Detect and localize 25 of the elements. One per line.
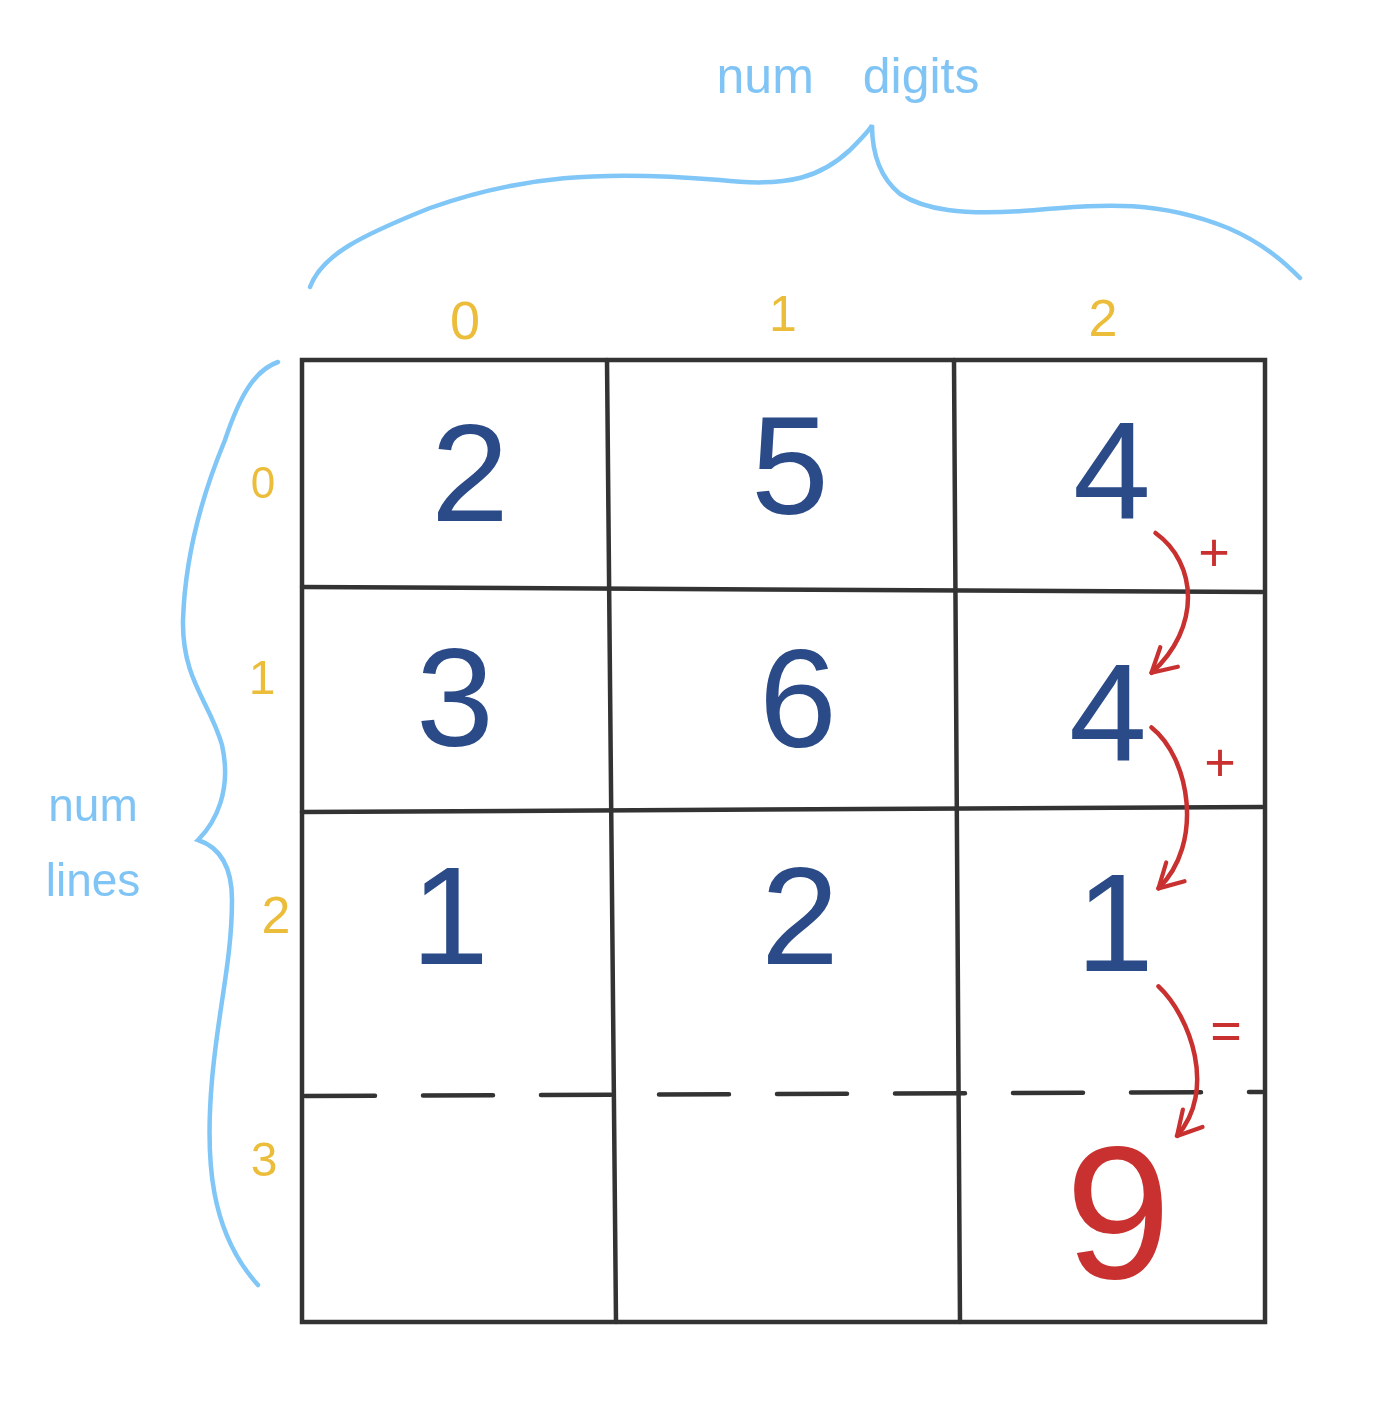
cell-number: 1 xyxy=(406,846,494,987)
axis-label: num digits xyxy=(716,51,980,101)
row-index: 3 xyxy=(250,1136,278,1184)
curved-arrow xyxy=(1149,725,1190,891)
axis-label: num lines xyxy=(44,778,142,908)
curved-arrow xyxy=(1156,984,1204,1139)
row-index: 2 xyxy=(261,889,291,941)
edge-label: + xyxy=(1204,735,1236,789)
column-index: 1 xyxy=(769,289,797,339)
cell-number: 2 xyxy=(756,846,844,987)
row-index: 1 xyxy=(248,654,276,702)
cell-number: 2 xyxy=(426,403,514,544)
edge-label: = xyxy=(1210,1003,1242,1057)
edge-label: + xyxy=(1198,525,1230,579)
cell-number: 4 xyxy=(1068,401,1156,542)
curved-arrow xyxy=(1149,530,1191,676)
row-index: 0 xyxy=(250,461,276,505)
cell-number: 5 xyxy=(746,396,834,537)
column-index: 2 xyxy=(1088,292,1118,344)
cell-number: 4 xyxy=(1064,643,1152,784)
cell-number: 1 xyxy=(1071,853,1159,994)
column-index: 0 xyxy=(450,293,480,347)
cell-number: 6 xyxy=(754,629,842,770)
cell-number: 9 xyxy=(1059,1116,1177,1307)
cell-number: 3 xyxy=(411,628,499,769)
